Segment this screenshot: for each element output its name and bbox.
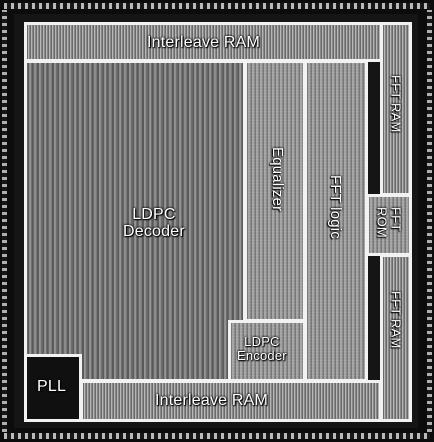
block-fft-rom: FFT ROM — [366, 194, 412, 256]
label-fft-logic: FFT logic — [326, 175, 344, 240]
label-interleave-ram-bottom: Interleave RAM — [155, 392, 269, 409]
block-fft-ram-top: FFT RAM — [380, 22, 412, 196]
label-ldpc-encoder: LDPC Encoder — [237, 334, 287, 363]
pad-ring-right — [427, 10, 432, 432]
block-ldpc-decoder: LDPC Decoder — [24, 60, 246, 382]
block-equalizer: Equalizer — [244, 60, 306, 322]
label-ldpc-decoder: LDPC Decoder — [123, 206, 185, 240]
label-fft-ram-bottom: FFT RAM — [388, 291, 404, 349]
block-interleave-ram-top: Interleave RAM — [24, 22, 384, 62]
label-fft-ram-top: FFT RAM — [388, 75, 404, 133]
pad-ring-bottom — [4, 433, 430, 439]
label-fft-rom: FFT ROM — [374, 207, 404, 238]
label-equalizer: Equalizer — [268, 147, 286, 212]
label-interleave-ram-top: Interleave RAM — [147, 34, 261, 51]
label-pll: PLL — [37, 378, 67, 395]
block-fft-ram-bottom: FFT RAM — [380, 254, 412, 422]
block-interleave-ram-bottom: Interleave RAM — [80, 380, 382, 422]
pad-ring-left — [2, 10, 7, 432]
block-pll: PLL — [24, 354, 82, 422]
block-fft-logic: FFT logic — [304, 60, 368, 382]
pad-ring-top — [4, 3, 430, 9]
block-ldpc-encoder: LDPC Encoder — [228, 320, 306, 382]
